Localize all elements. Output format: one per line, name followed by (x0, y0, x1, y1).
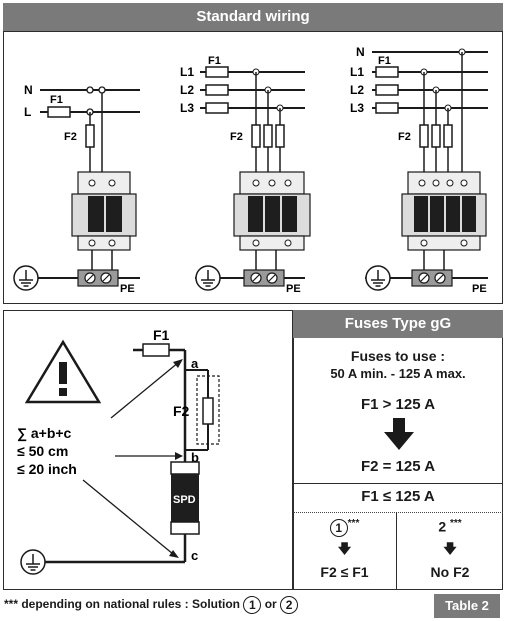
solution-2-result: No F2 (430, 564, 470, 580)
label-l2: L2 (350, 83, 364, 97)
divider (293, 483, 503, 484)
label-l2: L2 (180, 83, 194, 97)
distance-panel (3, 310, 293, 590)
fuses-use-title: Fuses to use : (350, 348, 446, 364)
earth-icon (13, 265, 39, 291)
warning-icon (24, 339, 102, 404)
spd-device-icon (71, 171, 137, 251)
wiring-diagrams: N L F1 F2 PE (13, 45, 488, 295)
label-f2: F2 (64, 131, 77, 143)
result-equal: F2 = 125 A (360, 458, 436, 475)
fuses-use-range: 50 A min. - 125 A max. (330, 366, 466, 381)
down-arrow-icon (384, 418, 414, 450)
solution-divider (396, 512, 397, 590)
sum-label: ∑ a+b+c (17, 425, 72, 442)
label-pe: PE (120, 283, 135, 295)
solution-2-number: 2 (438, 518, 447, 535)
solution-1-number: 1 (329, 518, 348, 537)
footer-solution-1: 1 (243, 596, 262, 614)
fuse-f2-icon (202, 397, 214, 425)
solution-2-stars: *** (450, 518, 462, 529)
footer-note: *** depending on national rules : Soluti… (4, 596, 299, 614)
standard-wiring-header: Standard wiring (3, 3, 503, 31)
footer-note-prefix: *** depending on national rules : Soluti… (4, 597, 241, 612)
dotted-divider (293, 512, 503, 513)
condition-less-equal: F1 ≤ 125 A (361, 488, 435, 505)
solution-1-head: 1*** (293, 518, 396, 537)
label-l1: L1 (350, 65, 364, 79)
earth-icon (20, 549, 46, 575)
footer-solution-2: 2 (280, 596, 299, 614)
spd-device-icon (233, 171, 311, 251)
label-l: L (24, 105, 31, 119)
label-pe: PE (286, 283, 301, 295)
label-f1: F1 (50, 94, 63, 106)
spd-label: SPD (173, 494, 196, 506)
solution-1-stars: *** (347, 518, 360, 529)
table-label-badge: Table 2 (434, 594, 500, 618)
fuses-header: Fuses Type gG (293, 310, 503, 338)
label-a: a (191, 356, 199, 371)
label-f1: F1 (153, 327, 170, 343)
label-l3: L3 (180, 101, 194, 115)
label-f2: F2 (398, 131, 411, 143)
earth-icon (195, 265, 221, 291)
label-f2: F2 (230, 131, 243, 143)
table-label: Table 2 (445, 598, 489, 613)
max-inch-label: ≤ 20 inch (17, 461, 77, 477)
solution-2-head: 2 *** (397, 518, 503, 535)
fuse-f1-icon (142, 343, 170, 357)
max-cm-label: ≤ 50 cm (17, 443, 68, 459)
diagram-three-phase: L1 L2 L3 F1 F2 (180, 55, 311, 295)
label-pe: PE (472, 283, 487, 295)
fuses-title: Fuses Type gG (344, 315, 452, 332)
solution-2-arrow-icon: 🡇 (443, 541, 457, 556)
fuse-f2-icon (85, 124, 95, 148)
spd-device-icon (401, 171, 487, 251)
label-n: N (356, 45, 365, 59)
label-n: N (24, 83, 33, 97)
spd-device-icon: SPD (170, 461, 200, 535)
diagram-single-phase: N L F1 F2 PE (13, 83, 140, 295)
label-c: c (191, 548, 198, 563)
wiring-panel (3, 31, 503, 304)
condition-greater: F1 > 125 A (360, 396, 436, 413)
footer-or: or (264, 597, 277, 612)
distance-diagram: F1 F2 a b c SPD ∑ a+b+c ≤ 50 cm ≤ 20 inc… (17, 327, 220, 575)
label-l1: L1 (180, 65, 194, 79)
label-f1: F1 (208, 55, 221, 67)
label-f1: F1 (378, 55, 391, 67)
label-b: b (191, 450, 199, 465)
standard-wiring-title: Standard wiring (196, 8, 310, 25)
solution-1-arrow-icon: 🡇 (337, 541, 352, 556)
earth-icon (365, 265, 391, 291)
fuse-f1-icon (47, 106, 71, 118)
label-l3: L3 (350, 101, 364, 115)
diagram-three-phase-neutral: N L1 L2 L3 F1 F2 (350, 45, 488, 295)
solution-1-result: F2 ≤ F1 (320, 564, 369, 580)
label-f2: F2 (173, 403, 190, 419)
